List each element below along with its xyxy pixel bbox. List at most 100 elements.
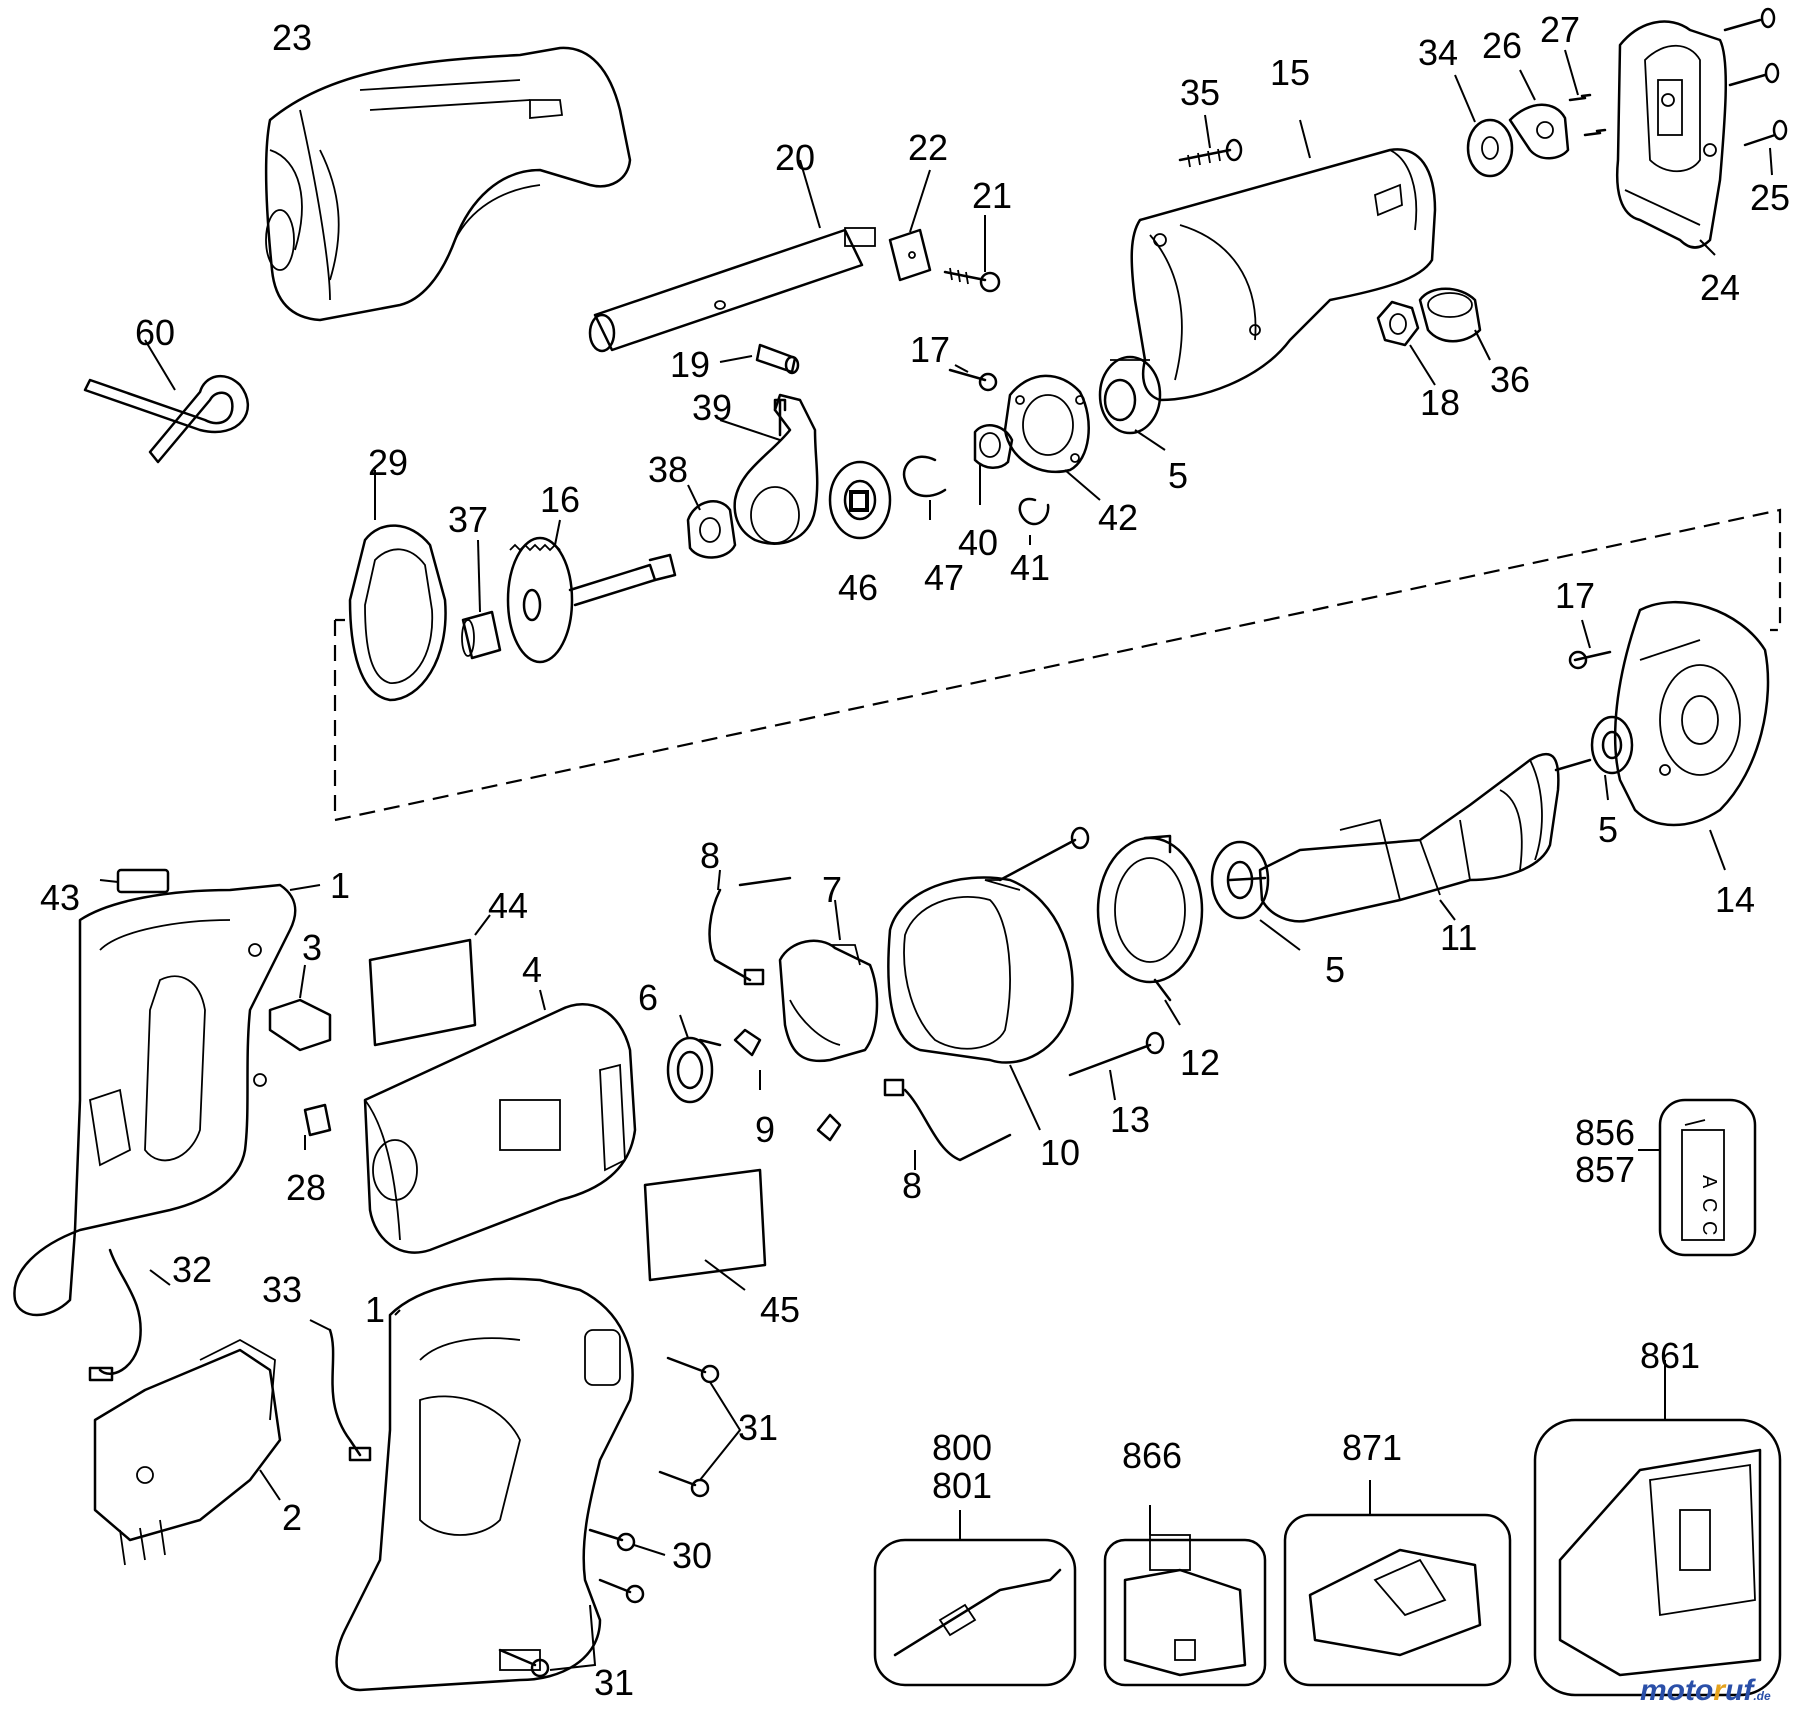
part-856-857-accessory-tag — [1638, 1098, 1757, 1257]
part-14-end-cap — [1613, 601, 1770, 871]
part-15-gear-housing — [1130, 119, 1437, 402]
callout-861: 861 — [1640, 1335, 1700, 1376]
part-41-retaining-clip — [1018, 497, 1050, 545]
callout-31-upper: 31 — [738, 1407, 778, 1448]
part-11-armature — [1228, 753, 1592, 923]
part-20-plunger-tube — [588, 159, 876, 353]
callout-4: 4 — [522, 949, 542, 990]
part-26-plate — [1508, 69, 1570, 160]
callout-24: 24 — [1700, 267, 1740, 308]
part-34-washer — [1454, 74, 1514, 178]
part-1-handle-half-left — [13, 883, 321, 1317]
part-28-pin — [303, 1103, 332, 1150]
callout-856: 856 — [1575, 1112, 1635, 1153]
part-30-screw — [588, 1528, 666, 1556]
part-2-trigger-switch — [93, 1338, 282, 1566]
part-7-brush-holder — [778, 899, 879, 1063]
callout-37: 37 — [448, 499, 488, 540]
acc-letter-c1: C — [1698, 1198, 1720, 1212]
callout-10: 10 — [1040, 1132, 1080, 1173]
callout-45: 45 — [760, 1289, 800, 1330]
part-12-baffle — [1096, 834, 1204, 1026]
callout-28: 28 — [286, 1167, 326, 1208]
part-1-handle-half-right — [335, 1277, 634, 1692]
part-25-screws — [1723, 7, 1788, 176]
part-10-field-housing — [887, 876, 1074, 1131]
part-45-label-plate — [643, 1168, 767, 1291]
part-31-screws-upper — [658, 1356, 742, 1498]
watermark-part2: r — [1713, 1674, 1727, 1705]
callout-36: 36 — [1490, 359, 1530, 400]
callout-23: 23 — [272, 17, 312, 58]
callout-9: 9 — [755, 1109, 775, 1150]
part-39-wobble-arm — [719, 393, 819, 545]
part-8-carbon-brush-top — [708, 869, 792, 986]
callout-6: 6 — [638, 977, 658, 1018]
part-866-battery — [1103, 1505, 1267, 1687]
acc-tag-text: A C C — [1698, 1175, 1720, 1235]
part-37-needle-bearing — [461, 539, 502, 660]
callout-5-top: 5 — [1168, 455, 1188, 496]
part-33-wire — [309, 1319, 372, 1462]
callout-41: 41 — [1010, 547, 1050, 588]
watermark-part1: moto — [1640, 1674, 1713, 1705]
part-29-gasket — [348, 470, 447, 702]
callout-3: 3 — [302, 927, 322, 968]
callout-19: 19 — [670, 344, 710, 385]
part-5-bearing-mid — [1210, 840, 1301, 951]
callout-26: 26 — [1482, 25, 1522, 66]
callout-12: 12 — [1180, 1042, 1220, 1083]
callout-1-top: 1 — [330, 865, 350, 906]
callout-39: 39 — [692, 387, 732, 428]
part-13-screw — [1068, 1031, 1165, 1101]
callout-21: 21 — [972, 175, 1012, 216]
watermark-logo: motoruf.de — [1640, 1674, 1771, 1707]
part-43-label — [99, 868, 170, 894]
callout-2: 2 — [282, 1497, 302, 1538]
part-42-bearing-plate — [1003, 374, 1101, 501]
part-36-bushing — [1418, 287, 1491, 361]
callout-11: 11 — [1440, 917, 1477, 958]
part-22-clamp — [888, 169, 932, 282]
callout-871: 871 — [1342, 1427, 1402, 1468]
callout-13: 13 — [1110, 1099, 1150, 1140]
part-47-circlip — [902, 455, 947, 520]
callout-34: 34 — [1418, 32, 1458, 73]
callout-18: 18 — [1420, 382, 1460, 423]
callout-857: 857 — [1575, 1149, 1635, 1190]
part-32-wire — [88, 1248, 171, 1382]
callout-29: 29 — [368, 442, 408, 483]
part-44-label-plate — [368, 914, 491, 1047]
callout-46: 46 — [838, 567, 878, 608]
part-38-bushing — [686, 484, 737, 559]
part-4-motor-housing — [363, 989, 637, 1254]
callout-35: 35 — [1180, 72, 1220, 113]
callout-42: 42 — [1098, 497, 1138, 538]
callout-16: 16 — [540, 479, 580, 520]
callout-15: 15 — [1270, 52, 1310, 93]
watermark-suffix: .de — [1753, 1689, 1771, 1703]
callout-44: 44 — [488, 885, 528, 926]
callout-866: 866 — [1122, 1435, 1182, 1476]
callout-800: 800 — [932, 1427, 992, 1468]
part-861-carry-case — [1533, 1360, 1782, 1697]
callout-22: 22 — [908, 127, 948, 168]
callout-8-top: 8 — [700, 835, 720, 876]
part-5-bearing-right — [1590, 715, 1634, 801]
part-through-bolt — [984, 826, 1090, 891]
acc-letter-a: A — [1698, 1175, 1720, 1189]
callout-1-bottom: 1 — [365, 1289, 385, 1330]
callout-801: 801 — [932, 1465, 992, 1506]
part-60-hex-key — [83, 339, 250, 464]
callout-8-bottom: 8 — [902, 1165, 922, 1206]
subassembly-dashed-frame — [333, 508, 1782, 822]
callout-14: 14 — [1715, 879, 1755, 920]
part-3-lock-button — [268, 964, 332, 1052]
callout-25: 25 — [1750, 177, 1790, 218]
callout-5-right: 5 — [1598, 809, 1618, 850]
part-40-bearing — [973, 424, 1014, 505]
callout-17-top: 17 — [910, 329, 950, 370]
callout-43: 43 — [40, 877, 80, 918]
